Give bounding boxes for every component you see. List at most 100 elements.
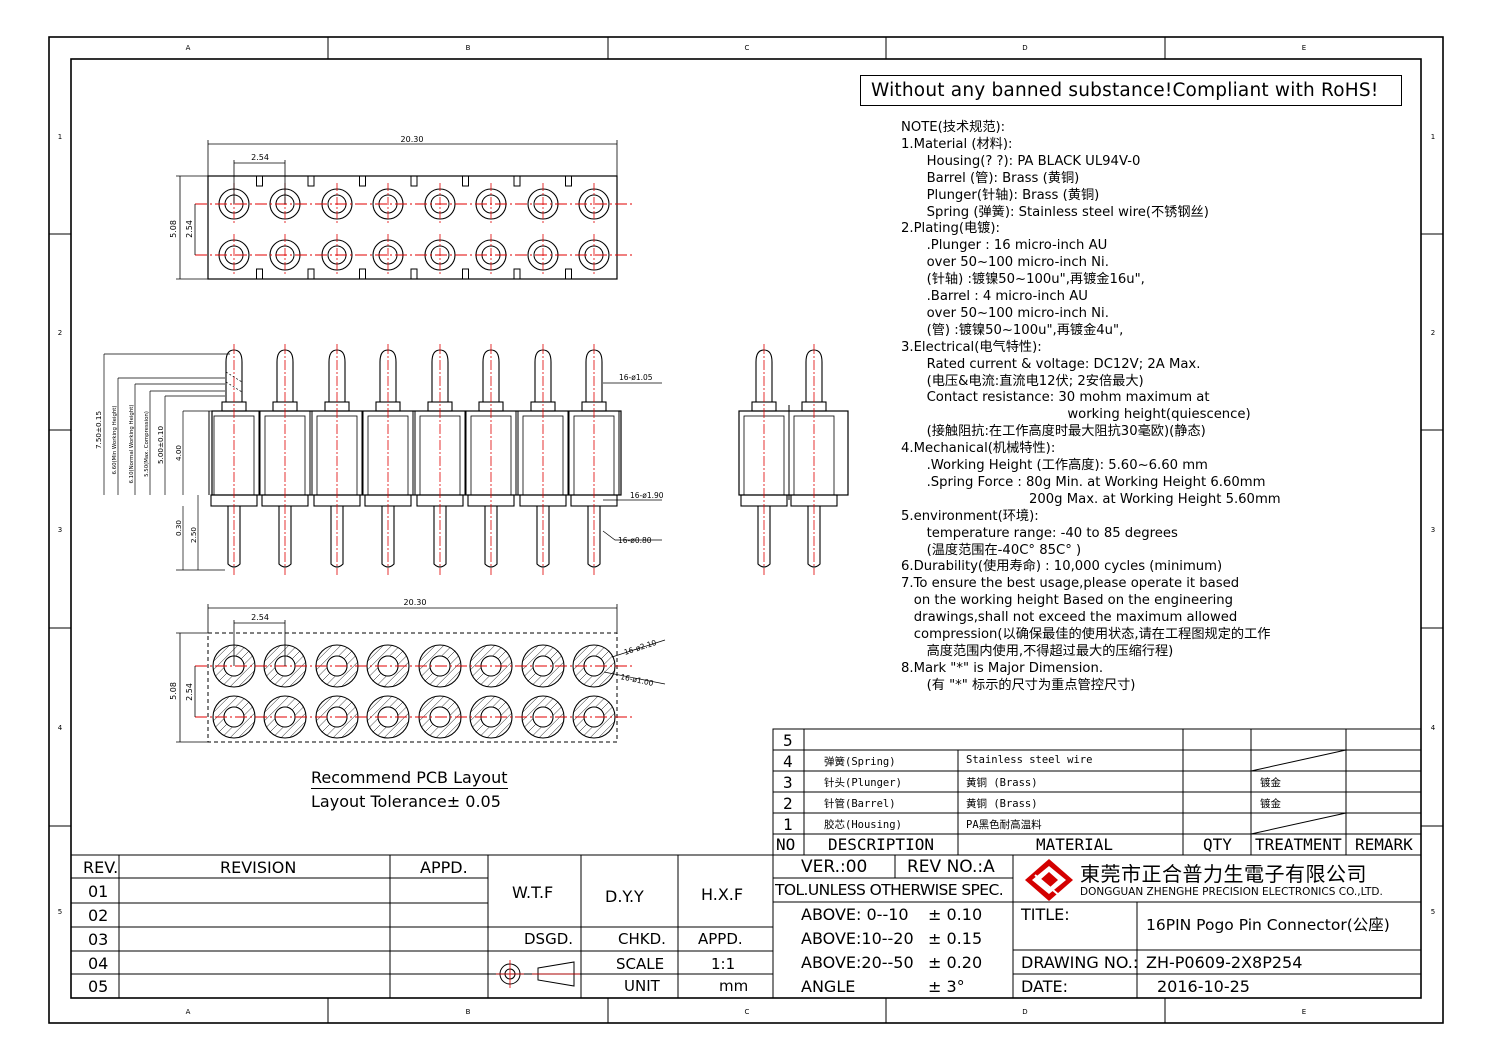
zone-col-label: D <box>1022 1008 1027 1016</box>
tol-range: ABOVE:10--20 <box>801 929 914 948</box>
pogo-pin <box>362 344 414 575</box>
signoff-wtf: W.T.F <box>512 883 554 902</box>
pcb-layout-view: 20.30 2.54 5.08 2.54 16-ø2.10 16-ø1.00 <box>169 598 666 743</box>
pogo-pin <box>517 344 569 575</box>
zone-row-label: 5 <box>1431 908 1435 916</box>
pogo-pin <box>311 344 363 575</box>
note-line: 3.Electrical(电气特性): <box>901 339 1042 355</box>
dim-pcb-pitch: 2.54 <box>251 613 269 622</box>
note-line: .Plunger : 16 micro-inch AU <box>926 238 1108 254</box>
tol-range: ANGLE <box>801 977 856 996</box>
revision-header: REVISION <box>220 858 297 877</box>
date-label: DATE: <box>1021 977 1069 996</box>
note-line: NOTE(技术规范): <box>901 120 1006 135</box>
dim-pcb-row-pitch: 2.54 <box>185 683 194 701</box>
tolerance-header: TOL.UNLESS OTHERWISE SPEC. <box>775 881 1004 899</box>
scale-label: SCALE <box>616 955 665 973</box>
dim-top-width: 20.30 <box>401 135 424 144</box>
zone-row-label: 1 <box>58 133 62 141</box>
unit-value: mm <box>719 977 749 995</box>
rev-row: 05 <box>88 977 109 996</box>
unit-label: UNIT <box>624 977 660 995</box>
drawing-value: ZH-P0609-2X8P254 <box>1146 953 1303 972</box>
pogo-pin <box>208 344 260 575</box>
rev-no: REV NO.:A <box>907 857 995 877</box>
pogo-pin <box>414 344 466 575</box>
note-line: 4.Mechanical(机械特性): <box>901 441 1056 457</box>
pogo-pin <box>259 344 311 575</box>
dim-side-normal-wh: 6.10(Normal Working Height) <box>129 405 135 484</box>
date-value: 2016-10-25 <box>1157 977 1250 996</box>
outer-border <box>48 36 1444 1024</box>
appd-header: APPD. <box>420 858 468 877</box>
pcb-caption-block: Recommend PCB Layout <box>311 768 511 790</box>
title-label: TITLE: <box>1021 905 1070 924</box>
dim-side-housing: 4.00 <box>174 445 183 461</box>
dim-barrel-dia: 16-ø1.90 <box>630 491 664 500</box>
tol-value: ± 0.20 <box>928 953 983 972</box>
version: VER.:00 <box>801 857 868 877</box>
rev-row: 03 <box>88 930 109 949</box>
drawing-label: DRAWING NO.: <box>1021 953 1139 972</box>
top-view: 20.30 2.54 5.08 2.54 <box>169 135 632 280</box>
tol-value: ± 0.15 <box>928 929 983 948</box>
zone-col-label: E <box>1302 1008 1306 1016</box>
dim-side-max-comp: 5.50(Max. Compression) <box>144 411 150 477</box>
note-line: 2.Plating(电镀): <box>901 221 1000 237</box>
zone-col-label: C <box>745 44 750 52</box>
pogo-pin <box>465 344 517 575</box>
note-line: (接触阻抗:在工作高度时最大阻抗30毫欧)(静态) <box>926 424 1206 440</box>
dim-top-height: 5.08 <box>169 220 178 238</box>
dim-pcb-width: 20.30 <box>404 598 427 607</box>
note-line: over 50~100 micro-inch Ni. <box>926 255 1109 271</box>
note-line: 8.Mark "*" is Major Dimension. <box>901 660 1104 676</box>
note-line: Barrel (管): Brass (黄铜) <box>926 170 1080 186</box>
dim-side-body: 5.00±0.10 <box>156 426 165 464</box>
pogo-pin <box>568 344 620 575</box>
zone-col-label: A <box>186 44 191 52</box>
zone-row-label: 2 <box>1431 329 1435 337</box>
side-view: 7.50±0.15 6.60(Min Working Height) 6.10(… <box>94 344 664 575</box>
signoff-dyy: D.Y.Y <box>605 887 644 906</box>
rev-row: 04 <box>88 954 109 973</box>
note-line: temperature range: -40 to 85 degrees <box>926 525 1178 541</box>
zone-col-label: E <box>1302 44 1306 52</box>
zone-col-label: D <box>1022 44 1027 52</box>
zone-col-label: A <box>186 1008 191 1016</box>
tol-value: ± 3° <box>928 977 965 996</box>
note-line: 6.Durability(使用寿命) : 10,000 cycles (mini… <box>901 559 1223 575</box>
zone-col-label: B <box>466 44 471 52</box>
note-line: Housing(? ?): PA BLACK UL94V-0 <box>926 153 1141 169</box>
scale-value: 1:1 <box>711 955 736 973</box>
note-line: (针轴) :镀镍50~100u",再镀金16u", <box>926 272 1145 288</box>
note-line: 5.environment(环境): <box>901 508 1039 524</box>
zone-row-label: 3 <box>1431 526 1435 534</box>
note-line: 1.Material (材料): <box>901 136 1013 152</box>
note-line: Rated current & voltage: DC12V; 2A Max. <box>926 356 1201 372</box>
tol-value: ± 0.10 <box>928 905 983 924</box>
note-line: .Barrel : 4 micro-inch AU <box>926 289 1088 304</box>
pcb-tolerance: Layout Tolerance± 0.05 <box>311 792 501 811</box>
dim-plunger-dia: 16-ø1.05 <box>619 373 653 382</box>
dim-side-min-wh: 6.60(Min Working Height) <box>112 405 118 474</box>
signoff-dsgd: DSGD. <box>524 930 574 948</box>
note-line: (管) :镀镍50~100u",再镀金4u", <box>926 322 1124 338</box>
note-line: working height(quiescence) <box>1067 407 1251 423</box>
zone-row-label: 2 <box>58 329 62 337</box>
note-line: over 50~100 micro-inch Ni. <box>926 305 1109 321</box>
zone-col-label: C <box>745 1008 750 1016</box>
company-name-en: DONGGUAN ZHENGHE PRECISION ELECTRONICS C… <box>1080 886 1383 898</box>
note-line: Spring (弹簧): Stainless steel wire(不锈钢丝) <box>926 204 1209 220</box>
company-name-cn: 東莞市正合普力生電子有限公司 <box>1080 862 1367 886</box>
zone-row-label: 3 <box>58 526 62 534</box>
rohs-banner-text: Without any banned substance!Compliant w… <box>871 80 1379 101</box>
tol-range: ABOVE: 0--10 <box>801 905 909 924</box>
signoff-chkd: CHKD. <box>618 930 666 948</box>
zone-row-label: 1 <box>1431 133 1435 141</box>
note-line: on the working height Based on the engin… <box>913 593 1234 609</box>
note-line: drawings,shall not exceed the maximum al… <box>913 610 1238 626</box>
note-line: (电压&电流:直流电12伏; 2安倍最大) <box>926 373 1144 389</box>
dim-tail-dia: 16-ø0.80 <box>618 536 652 545</box>
dim-pad-dia: 16-ø2.10 <box>623 638 658 657</box>
dim-top-pitch: 2.54 <box>251 153 269 162</box>
